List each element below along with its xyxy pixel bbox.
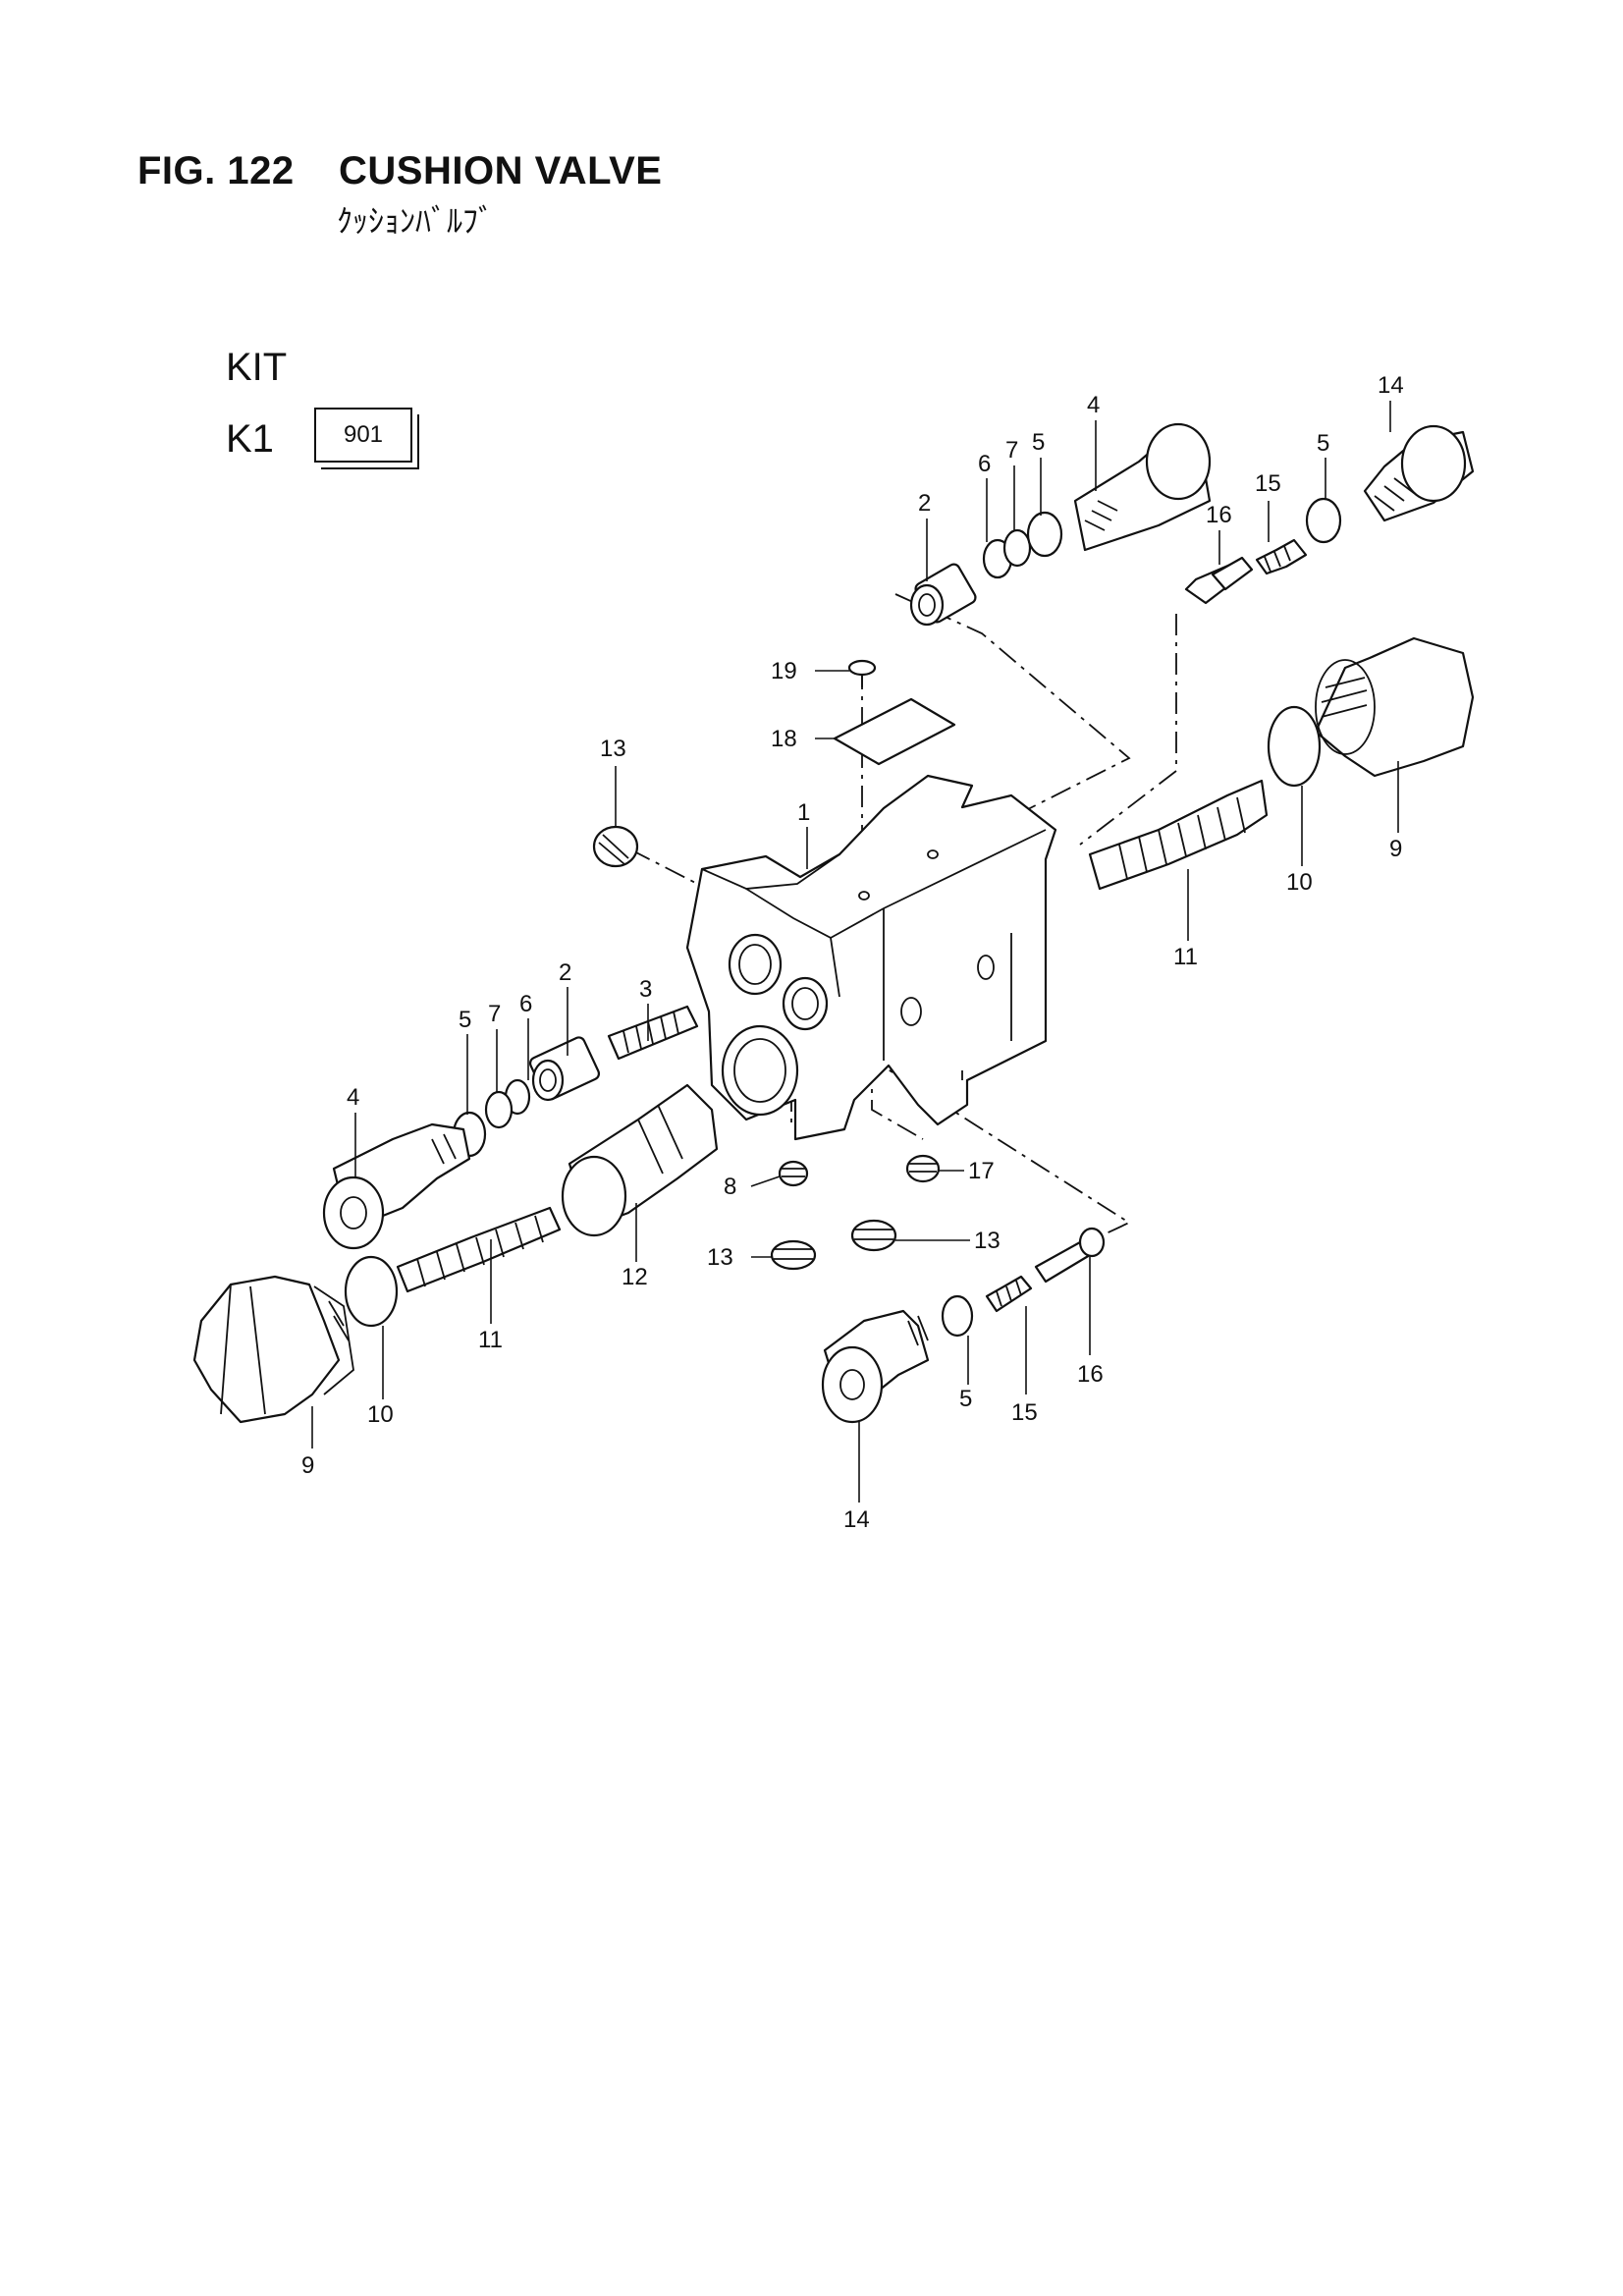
part-16-poppet-upper[interactable]: [1184, 556, 1254, 605]
callout-15-upper[interactable]: 15: [1255, 470, 1281, 497]
callout-13-bottom-right[interactable]: 13: [974, 1228, 1001, 1254]
callout-2-left[interactable]: 2: [559, 959, 571, 986]
part-18-name-plate[interactable]: [833, 697, 956, 766]
part-8-plug-small[interactable]: [778, 1160, 809, 1187]
kit-part-number-box[interactable]: 901: [314, 408, 412, 463]
figure-name: CUSHION VALVE: [339, 149, 663, 192]
part-5-o-ring-upper-a[interactable]: [1026, 511, 1063, 558]
callout-6-left[interactable]: 6: [519, 991, 532, 1017]
callout-15-lower[interactable]: 15: [1011, 1399, 1038, 1426]
callout-11-right[interactable]: 11: [1173, 944, 1198, 970]
callout-9-right[interactable]: 9: [1389, 836, 1402, 862]
callout-5-upper-a[interactable]: 5: [1032, 429, 1045, 456]
callout-5-left[interactable]: 5: [459, 1007, 471, 1033]
part-13-plug-bottom-right[interactable]: [850, 1219, 897, 1252]
callout-17[interactable]: 17: [968, 1158, 995, 1184]
callout-5-lower[interactable]: 5: [959, 1386, 972, 1412]
part-10-gasket-right[interactable]: [1267, 705, 1322, 788]
part-5-o-ring-upper-b[interactable]: [1305, 497, 1342, 544]
part-9-cap-nut-left[interactable]: [192, 1275, 354, 1424]
part-13-plug-bottom-left[interactable]: [770, 1239, 817, 1271]
callout-4-left[interactable]: 4: [347, 1084, 359, 1111]
part-4-plug-left[interactable]: [322, 1122, 471, 1250]
callout-12[interactable]: 12: [622, 1264, 648, 1290]
part-12-spool[interactable]: [561, 1083, 719, 1237]
figure-subtitle-jp: ｸｯｼｮﾝﾊﾞﾙﾌﾞ: [337, 202, 495, 240]
callout-8[interactable]: 8: [724, 1174, 736, 1200]
callout-11-left[interactable]: 11: [478, 1327, 503, 1353]
callout-7-upper[interactable]: 7: [1005, 437, 1018, 464]
part-19-rivet[interactable]: [847, 659, 877, 687]
callout-13-upper-left[interactable]: 13: [600, 736, 626, 762]
part-13-plug-upper-left[interactable]: [592, 825, 639, 868]
kit-id-label: K1: [226, 417, 274, 461]
figure-title: FIG. 122 CUSHION VALVE: [137, 149, 663, 193]
callout-13-bottom-left[interactable]: 13: [707, 1244, 733, 1271]
part-2-plunger-left[interactable]: [528, 1035, 601, 1102]
part-7-o-ring-upper[interactable]: [1002, 528, 1032, 568]
part-11-spring-left[interactable]: [396, 1206, 562, 1293]
callout-6-upper[interactable]: 6: [978, 451, 991, 477]
callout-2-upper[interactable]: 2: [918, 490, 931, 517]
part-2-plunger-upper[interactable]: [909, 562, 978, 627]
callout-7-left[interactable]: 7: [488, 1001, 501, 1027]
figure-number: FIG. 122: [137, 149, 295, 192]
part-10-gasket-left[interactable]: [344, 1255, 399, 1328]
callout-numbers: 1 3 2 2 4 4 5 5 5 5 6 6 7 7 8 9 9 10 10 …: [301, 372, 1404, 1533]
kit-label: KIT: [226, 346, 288, 389]
callout-16-lower[interactable]: 16: [1077, 1361, 1104, 1388]
callout-18[interactable]: 18: [771, 726, 797, 752]
callout-1[interactable]: 1: [797, 799, 810, 826]
callout-14-upper[interactable]: 14: [1378, 372, 1404, 399]
callout-3[interactable]: 3: [639, 976, 652, 1003]
part-5-o-ring-lower[interactable]: [941, 1294, 974, 1338]
part-4-plug-upper[interactable]: [1073, 422, 1212, 552]
part-1-valve-body[interactable]: [685, 774, 1057, 1141]
callout-10-right[interactable]: 10: [1286, 869, 1313, 896]
callout-14-lower[interactable]: 14: [843, 1506, 870, 1533]
callout-19[interactable]: 19: [771, 658, 797, 684]
part-11-spring-right[interactable]: [1088, 779, 1269, 891]
part-17-plug-small[interactable]: [905, 1154, 941, 1183]
part-7-o-ring-left[interactable]: [484, 1090, 514, 1129]
callout-9-left[interactable]: 9: [301, 1452, 314, 1479]
part-16-poppet-lower[interactable]: [1034, 1227, 1106, 1284]
part-14-adjuster-lower[interactable]: [821, 1309, 930, 1424]
part-15-spring-lower[interactable]: [985, 1275, 1033, 1313]
callout-5-upper-b[interactable]: 5: [1317, 430, 1329, 457]
callout-10-left[interactable]: 10: [367, 1401, 394, 1428]
part-9-cap-nut-right[interactable]: [1314, 636, 1475, 778]
callout-16-upper[interactable]: 16: [1206, 502, 1232, 528]
part-14-adjuster-upper[interactable]: [1363, 424, 1475, 522]
part-15-spring-upper[interactable]: [1255, 538, 1308, 575]
callout-4-upper[interactable]: 4: [1087, 392, 1100, 418]
part-3-spring-left[interactable]: [607, 1005, 699, 1061]
callout-leaders: [311, 401, 1399, 1503]
